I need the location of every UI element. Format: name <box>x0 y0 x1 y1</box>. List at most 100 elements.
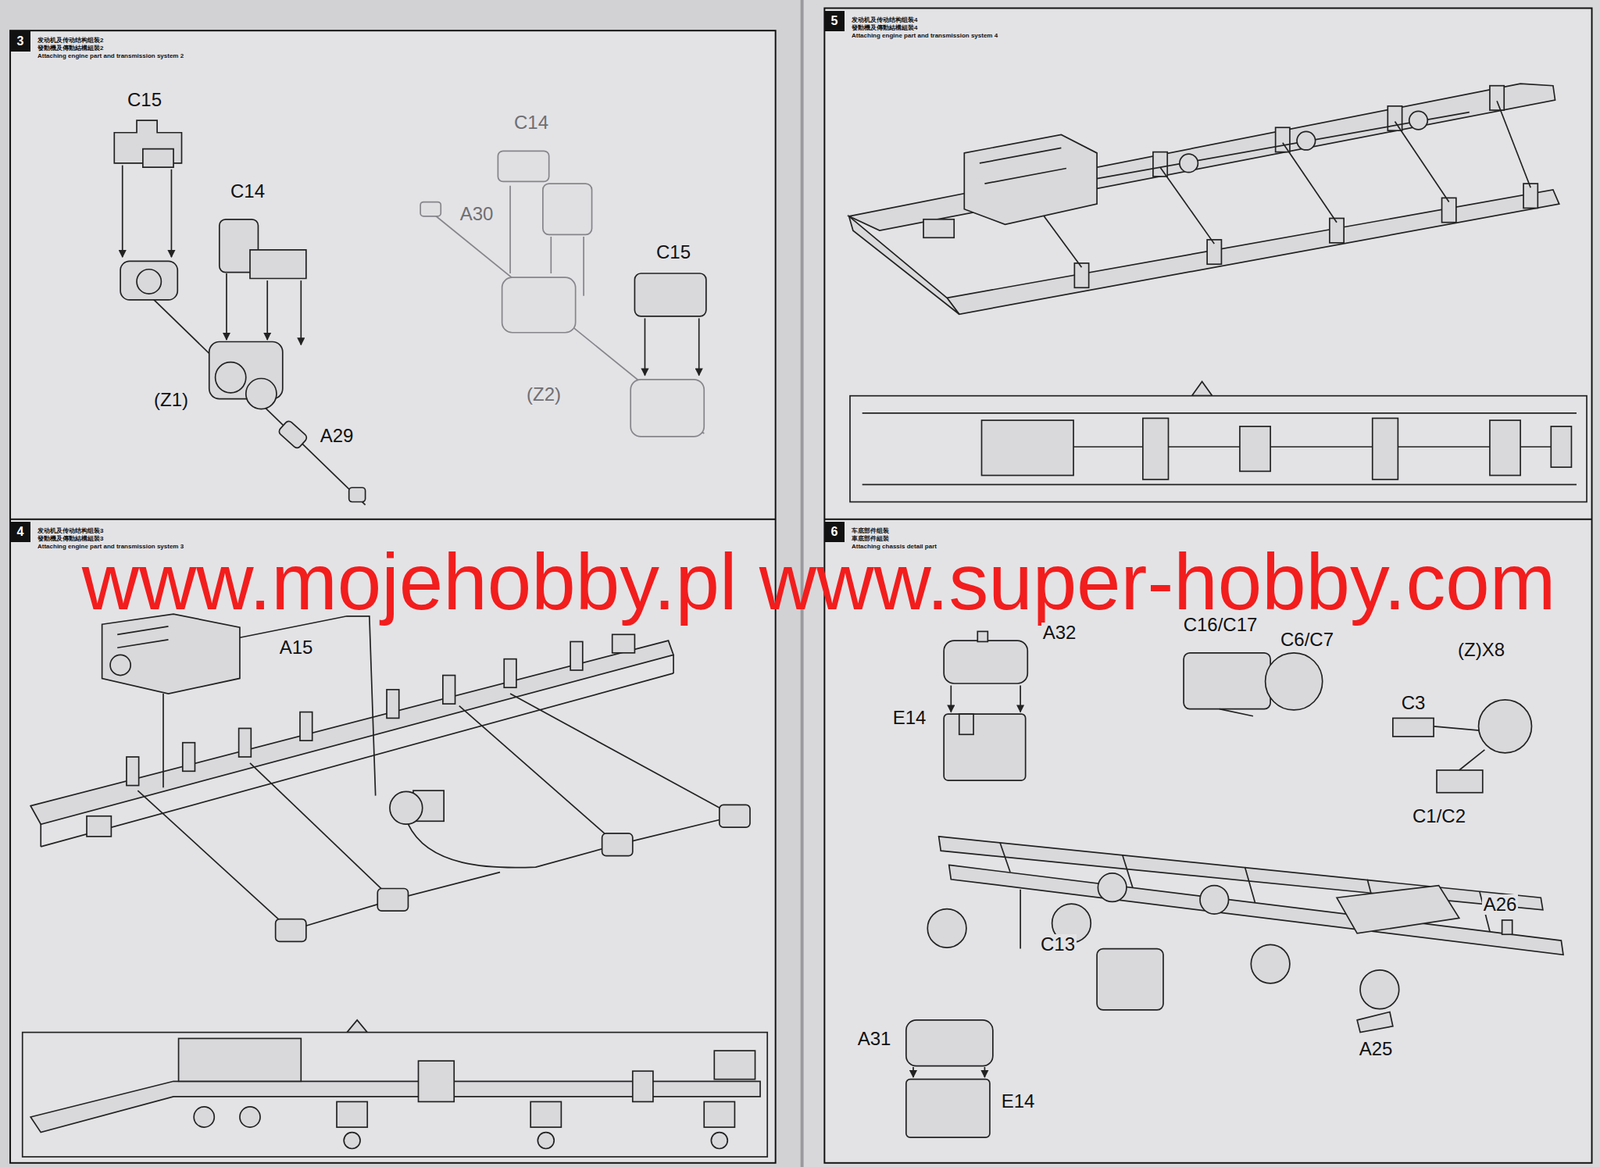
part-label: C16/C17 <box>1182 614 1260 636</box>
line-art <box>377 888 408 911</box>
line-art <box>943 640 1028 684</box>
label-anchor: A29 <box>318 425 356 447</box>
line-art <box>346 1020 368 1033</box>
step-number-box: 3 <box>10 31 31 52</box>
label-anchor: www.mojehobby.pl www.super-hobby.com <box>82 548 1557 616</box>
line-art <box>250 763 393 900</box>
part-label: C15 <box>654 242 693 263</box>
label-anchor: C14 <box>228 181 267 202</box>
line-art <box>1183 653 1271 710</box>
line-art <box>1394 121 1449 202</box>
part-label: C13 <box>1039 934 1077 955</box>
line-art <box>1019 889 1022 950</box>
line-art <box>300 712 313 742</box>
line-art <box>300 280 302 345</box>
line-art <box>849 216 960 315</box>
part-label: E14 <box>891 707 929 729</box>
part-label: (Z1) <box>152 389 190 411</box>
line-art <box>1392 717 1434 737</box>
line-art <box>503 659 517 689</box>
line-art <box>1502 920 1513 935</box>
part-label: C6/C7 <box>1278 629 1336 650</box>
line-art <box>459 706 618 846</box>
line-art <box>1160 167 1215 244</box>
line-art <box>1496 100 1531 188</box>
line-art <box>502 277 576 333</box>
line-art <box>550 236 552 274</box>
line-art <box>1250 944 1290 984</box>
line-art <box>1192 381 1213 396</box>
line-art <box>939 836 1543 911</box>
label-anchor: C14 <box>512 112 550 133</box>
part-label: C1/C2 <box>1410 806 1468 827</box>
line-art <box>215 362 247 393</box>
part-label: A30 <box>458 203 496 225</box>
part-label: C14 <box>512 112 550 133</box>
line-art <box>1200 885 1229 915</box>
line-art <box>979 147 1061 164</box>
part-label: C3 <box>1400 692 1428 714</box>
step-number: 6 <box>831 525 839 539</box>
step-heading: 发动机及传动结构组装2 <box>37 36 104 45</box>
label-anchor: C1/C2 <box>1410 806 1468 827</box>
line-art <box>509 185 511 274</box>
line-art <box>1296 131 1316 150</box>
label-anchor: 發動機及傳動結構組裝4 <box>851 18 918 33</box>
line-art <box>137 790 291 931</box>
line-art <box>1244 867 1255 904</box>
line-art <box>1282 142 1337 223</box>
part-label: A31 <box>856 1028 893 1050</box>
line-art <box>1219 709 1254 717</box>
line-art <box>964 134 1097 225</box>
step-number: 5 <box>831 14 839 28</box>
line-art <box>612 634 636 654</box>
line-art <box>530 1101 561 1128</box>
label-anchor: A26 <box>1482 894 1519 915</box>
line-art <box>977 631 988 642</box>
label-anchor: 发动机及传动结构组装4 <box>851 10 918 25</box>
step-heading: 發動機及傳動結構組裝4 <box>851 24 918 33</box>
label-anchor: C15 <box>654 242 693 263</box>
line-art <box>630 379 704 437</box>
line-art <box>392 872 500 900</box>
line-art <box>1360 970 1400 1010</box>
step-heading: Attaching engine part and transmission s… <box>37 52 184 61</box>
label-anchor: Attaching engine part and transmission s… <box>37 46 184 61</box>
line-art <box>824 518 1592 521</box>
line-art <box>906 1020 993 1067</box>
line-art <box>1019 685 1022 713</box>
line-art <box>719 804 750 828</box>
line-art <box>110 654 131 675</box>
line-art <box>86 816 111 837</box>
label-anchor: Attaching engine part and transmission s… <box>851 26 998 41</box>
label-anchor: A30 <box>458 203 496 225</box>
line-art <box>602 833 633 857</box>
line-art <box>193 1107 215 1128</box>
part-label: (Z)X8 <box>1456 639 1507 661</box>
label-anchor: Attaching engine part and transmission s… <box>37 537 184 552</box>
line-art <box>39 824 42 847</box>
step-heading: Attaching chassis detail part <box>851 542 937 551</box>
step4-chassis <box>22 614 768 1158</box>
line-art <box>1096 949 1164 1011</box>
part-label: A26 <box>1482 894 1519 915</box>
step-heading: Attaching engine part and transmission s… <box>37 542 184 551</box>
line-art <box>418 1060 455 1102</box>
line-art <box>703 1101 735 1128</box>
step-heading: 發動機及傳動結構組裝3 <box>37 535 104 543</box>
label-anchor: Attaching chassis detail part <box>851 537 937 552</box>
line-art <box>225 273 228 340</box>
line-art <box>1459 750 1486 771</box>
step5-chassis <box>849 83 1587 502</box>
label-anchor: C6/C7 <box>1278 629 1336 650</box>
part-label: E14 <box>1000 1091 1037 1112</box>
line-art <box>142 149 174 168</box>
label-anchor: 发动机及传动结构组装3 <box>37 521 104 536</box>
line-art <box>1153 152 1168 177</box>
line-art <box>537 1132 554 1150</box>
part-label: A25 <box>1357 1039 1395 1060</box>
step-number: 4 <box>17 525 25 539</box>
line-art <box>275 919 307 943</box>
line-art <box>849 83 1556 231</box>
